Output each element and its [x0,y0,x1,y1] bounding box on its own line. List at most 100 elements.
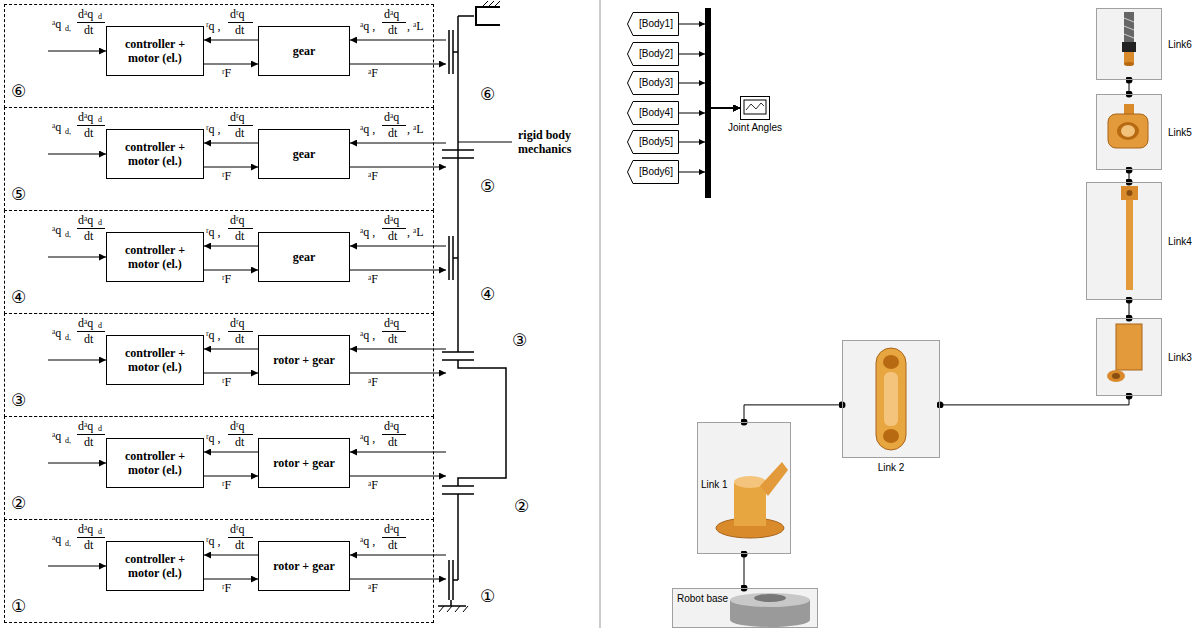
signal-subscript: d, [65,437,71,445]
robot-base-part [754,594,786,602]
shoulder-part [760,462,788,496]
end-mill-part [1124,18,1134,38]
signal-label: dt [388,24,397,36]
signal-line [679,83,740,108]
part-label: Link5 [1168,127,1192,139]
signal-label: dt [84,24,93,36]
part-label: Link3 [1168,352,1192,364]
panel-divider [600,0,601,628]
link-block: Link 2 [842,340,940,458]
robot-mechanism-schematic [458,15,474,17]
signal-label: dᵃq [78,420,93,432]
block-label: gear [293,44,316,58]
block-label: controller + motor (el.) [110,449,200,477]
block-label: controller + motor (el.) [110,140,200,168]
signal-label: ʳq , [206,535,221,547]
link-box-ground [1096,318,1162,396]
tag-label: [Body3] [639,77,673,89]
signal-label: ʳF [222,582,231,594]
scope-icon [740,96,770,120]
signal-label: dʳq [230,214,245,226]
signal-label: dᵃq [384,523,399,535]
signal-label: ʳq , [206,226,221,238]
signal-label: dᵃq [384,111,399,123]
signal-line [679,108,740,113]
rod-part [1121,186,1138,200]
part-label: Link 1 [701,479,728,491]
link-connector [744,405,842,422]
row-number: ⑥ [11,81,26,101]
rod-part [1127,190,1133,196]
signal-arrow [204,555,258,556]
block-label: controller + motor (el.) [110,37,200,65]
end-mill-part [1124,62,1134,66]
signal-arrow [204,349,258,350]
link-connector [1129,80,1130,94]
signal-label: , ᵃL [407,226,424,238]
signal-subscript: d, [65,334,71,342]
signal-label: ᵃq [52,430,61,442]
arm-plate-part [876,348,906,450]
signal-label: dᵃq [78,317,93,329]
arm-plate-part [883,355,899,369]
robot-mechanism-schematic [449,236,458,280]
goto-tag-block: [Body3] [627,71,679,95]
wrist-joint-part [1108,104,1148,148]
link-box-ground [842,340,940,458]
signal-subscript: d [98,219,102,227]
signal-label: ᵃq [52,121,61,133]
signal-label: ᵃF [368,582,378,594]
signal-label: dʳq [230,111,245,123]
signal-label: dt [388,539,397,551]
scope-icon [744,100,766,114]
signal-label: dʳq [230,420,245,432]
robot-mechanism-schematic [449,30,458,74]
robot-mechanism-schematic [438,1,512,612]
robot-base-part [730,593,810,607]
gear-box: gear [258,232,350,282]
link-box-ground [1096,8,1162,80]
signal-label: dʳq [230,523,245,535]
signal-label: dt [235,230,244,242]
signal-label: ʳq , [206,20,221,32]
signal-label: dt [235,539,244,551]
goto-tag-block: [Body2] [627,42,679,66]
joint-number: ① [480,586,495,606]
scope-block: Joint Angles [740,96,770,120]
robot-mechanism-schematic [449,560,458,600]
signal-label: ᵃq [52,533,61,545]
elbow-block-part [1107,324,1142,382]
gear-box: gear [258,129,350,179]
signal-label: dt [84,436,93,448]
gear-box: gear [258,26,350,76]
tag-label: [Body2] [639,48,673,60]
connector-layer [204,24,1129,588]
signal-subscript: d, [65,231,71,239]
elbow-block-part [1112,373,1120,379]
block-label: gear [293,250,316,264]
signal-arrow [204,64,258,65]
link-block: Link5 [1096,94,1162,170]
signal-label: ᵃF [368,67,378,79]
signal-label: dᵃq [384,420,399,432]
signal-label: dt [235,333,244,345]
signal-label: dt [235,127,244,139]
link-box-ground [1086,182,1162,300]
signal-label: ᵃF [368,479,378,491]
robot-mechanism-schematic [457,16,459,352]
signal-arrow [204,476,258,477]
tag-label: [Body1] [639,18,673,30]
annotation-label: rigid body mechanics [518,128,598,156]
tag-outline [628,131,679,154]
robot-mechanism-schematic [442,352,474,360]
controller-motor-box: controller + motor (el.) [106,129,204,179]
signal-label: , ᵃL [407,123,424,135]
gear-box: rotor + gear [258,541,350,591]
link-block: Link3 [1096,318,1162,396]
row-number: ⑤ [11,184,26,204]
signal-label: dʳq [230,8,245,20]
signal-label: dʳq [230,317,245,329]
block-label: rotor + gear [273,559,335,573]
signal-label: dᵃq [384,8,399,20]
